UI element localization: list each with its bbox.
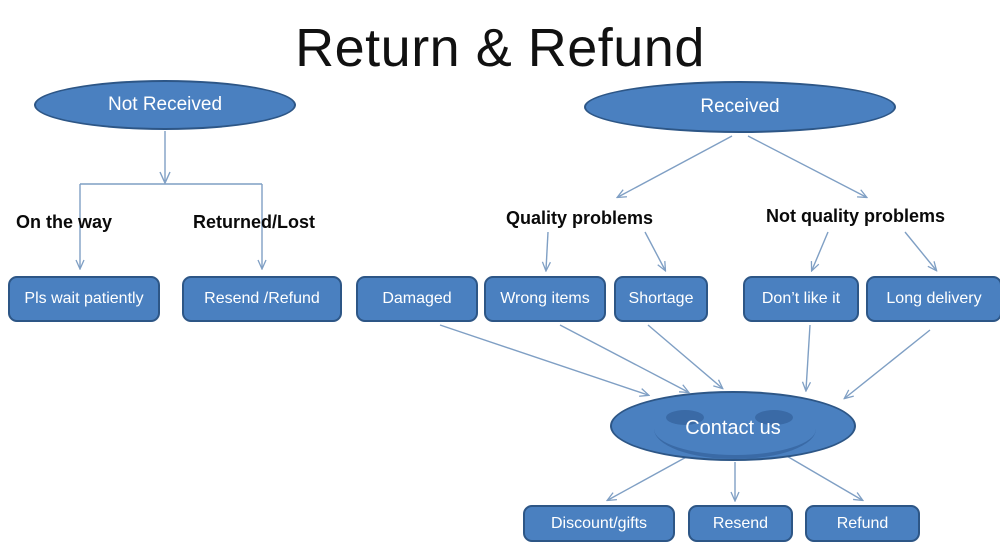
edge-contact-to-discount <box>608 454 691 500</box>
box-discount-gifts-label: Discount/gifts <box>550 514 648 532</box>
box-shortage[interactable]: Shortage <box>614 276 708 322</box>
edge-not-quality-to-dont-like <box>812 231 829 270</box>
box-long-delivery-label: Long delivery <box>886 290 982 307</box>
edge-shortage-to-contact <box>647 324 722 388</box>
edge-wrong-items-to-contact <box>559 324 688 392</box>
node-not-received-label: Not Received <box>107 94 223 115</box>
smiley-eye-left-icon <box>666 410 704 425</box>
box-refund-label: Refund <box>836 514 889 532</box>
box-long-delivery[interactable]: Long delivery <box>866 276 1000 322</box>
box-pls-wait-patiently[interactable]: Pls wait patiently <box>8 276 160 322</box>
edge-label-returned-lost: Returned/Lost <box>193 212 316 232</box>
edge-long-delivery-to-contact <box>845 329 931 398</box>
edge-received-to-quality <box>618 135 733 197</box>
node-received[interactable]: Received <box>584 81 896 133</box>
box-dont-like-it-label: Don’t like it <box>761 290 841 307</box>
edge-label-quality-problems: Quality problems <box>506 208 654 228</box>
box-wrong-items-label: Wrong items <box>500 290 590 307</box>
edge-not-received-trunk-arrow <box>159 171 171 185</box>
box-resend-label: Resend <box>712 514 769 532</box>
edge-label-not-quality-problems: Not quality problems <box>766 206 946 226</box>
node-contact-us[interactable]: Contact us <box>610 391 856 461</box>
box-dont-like-it[interactable]: Don’t like it <box>743 276 859 322</box>
edge-contact-to-refund <box>784 454 862 500</box>
box-damaged[interactable]: Damaged <box>356 276 478 322</box>
node-received-label: Received <box>700 96 780 117</box>
box-resend-refund-label: Resend /Refund <box>204 290 320 307</box>
box-damaged-label: Damaged <box>382 290 452 307</box>
box-resend-refund[interactable]: Resend /Refund <box>182 276 342 322</box>
smiley-mouth-icon <box>654 429 816 459</box>
edge-damaged-to-contact <box>439 324 648 395</box>
edge-quality-to-shortage <box>644 231 665 270</box>
edge-label-on-the-way: On the way <box>16 212 113 232</box>
box-shortage-label: Shortage <box>628 290 694 307</box>
edge-not-quality-to-long-delivery <box>904 231 936 270</box>
node-contact-us-label: Contact us <box>685 416 781 439</box>
edge-received-to-not-quality <box>747 135 866 197</box>
box-refund[interactable]: Refund <box>805 505 920 542</box>
box-pls-wait-patiently-label: Pls wait patiently <box>24 290 144 307</box>
box-resend[interactable]: Resend <box>688 505 793 542</box>
page-title: Return & Refund <box>295 18 705 78</box>
edge-quality-to-wrong-items <box>546 231 548 270</box>
edge-dont-like-to-contact <box>806 324 810 390</box>
node-not-received[interactable]: Not Received <box>34 80 296 130</box>
smiley-eye-right-icon <box>755 410 793 425</box>
box-discount-gifts[interactable]: Discount/gifts <box>523 505 675 542</box>
box-wrong-items[interactable]: Wrong items <box>484 276 606 322</box>
